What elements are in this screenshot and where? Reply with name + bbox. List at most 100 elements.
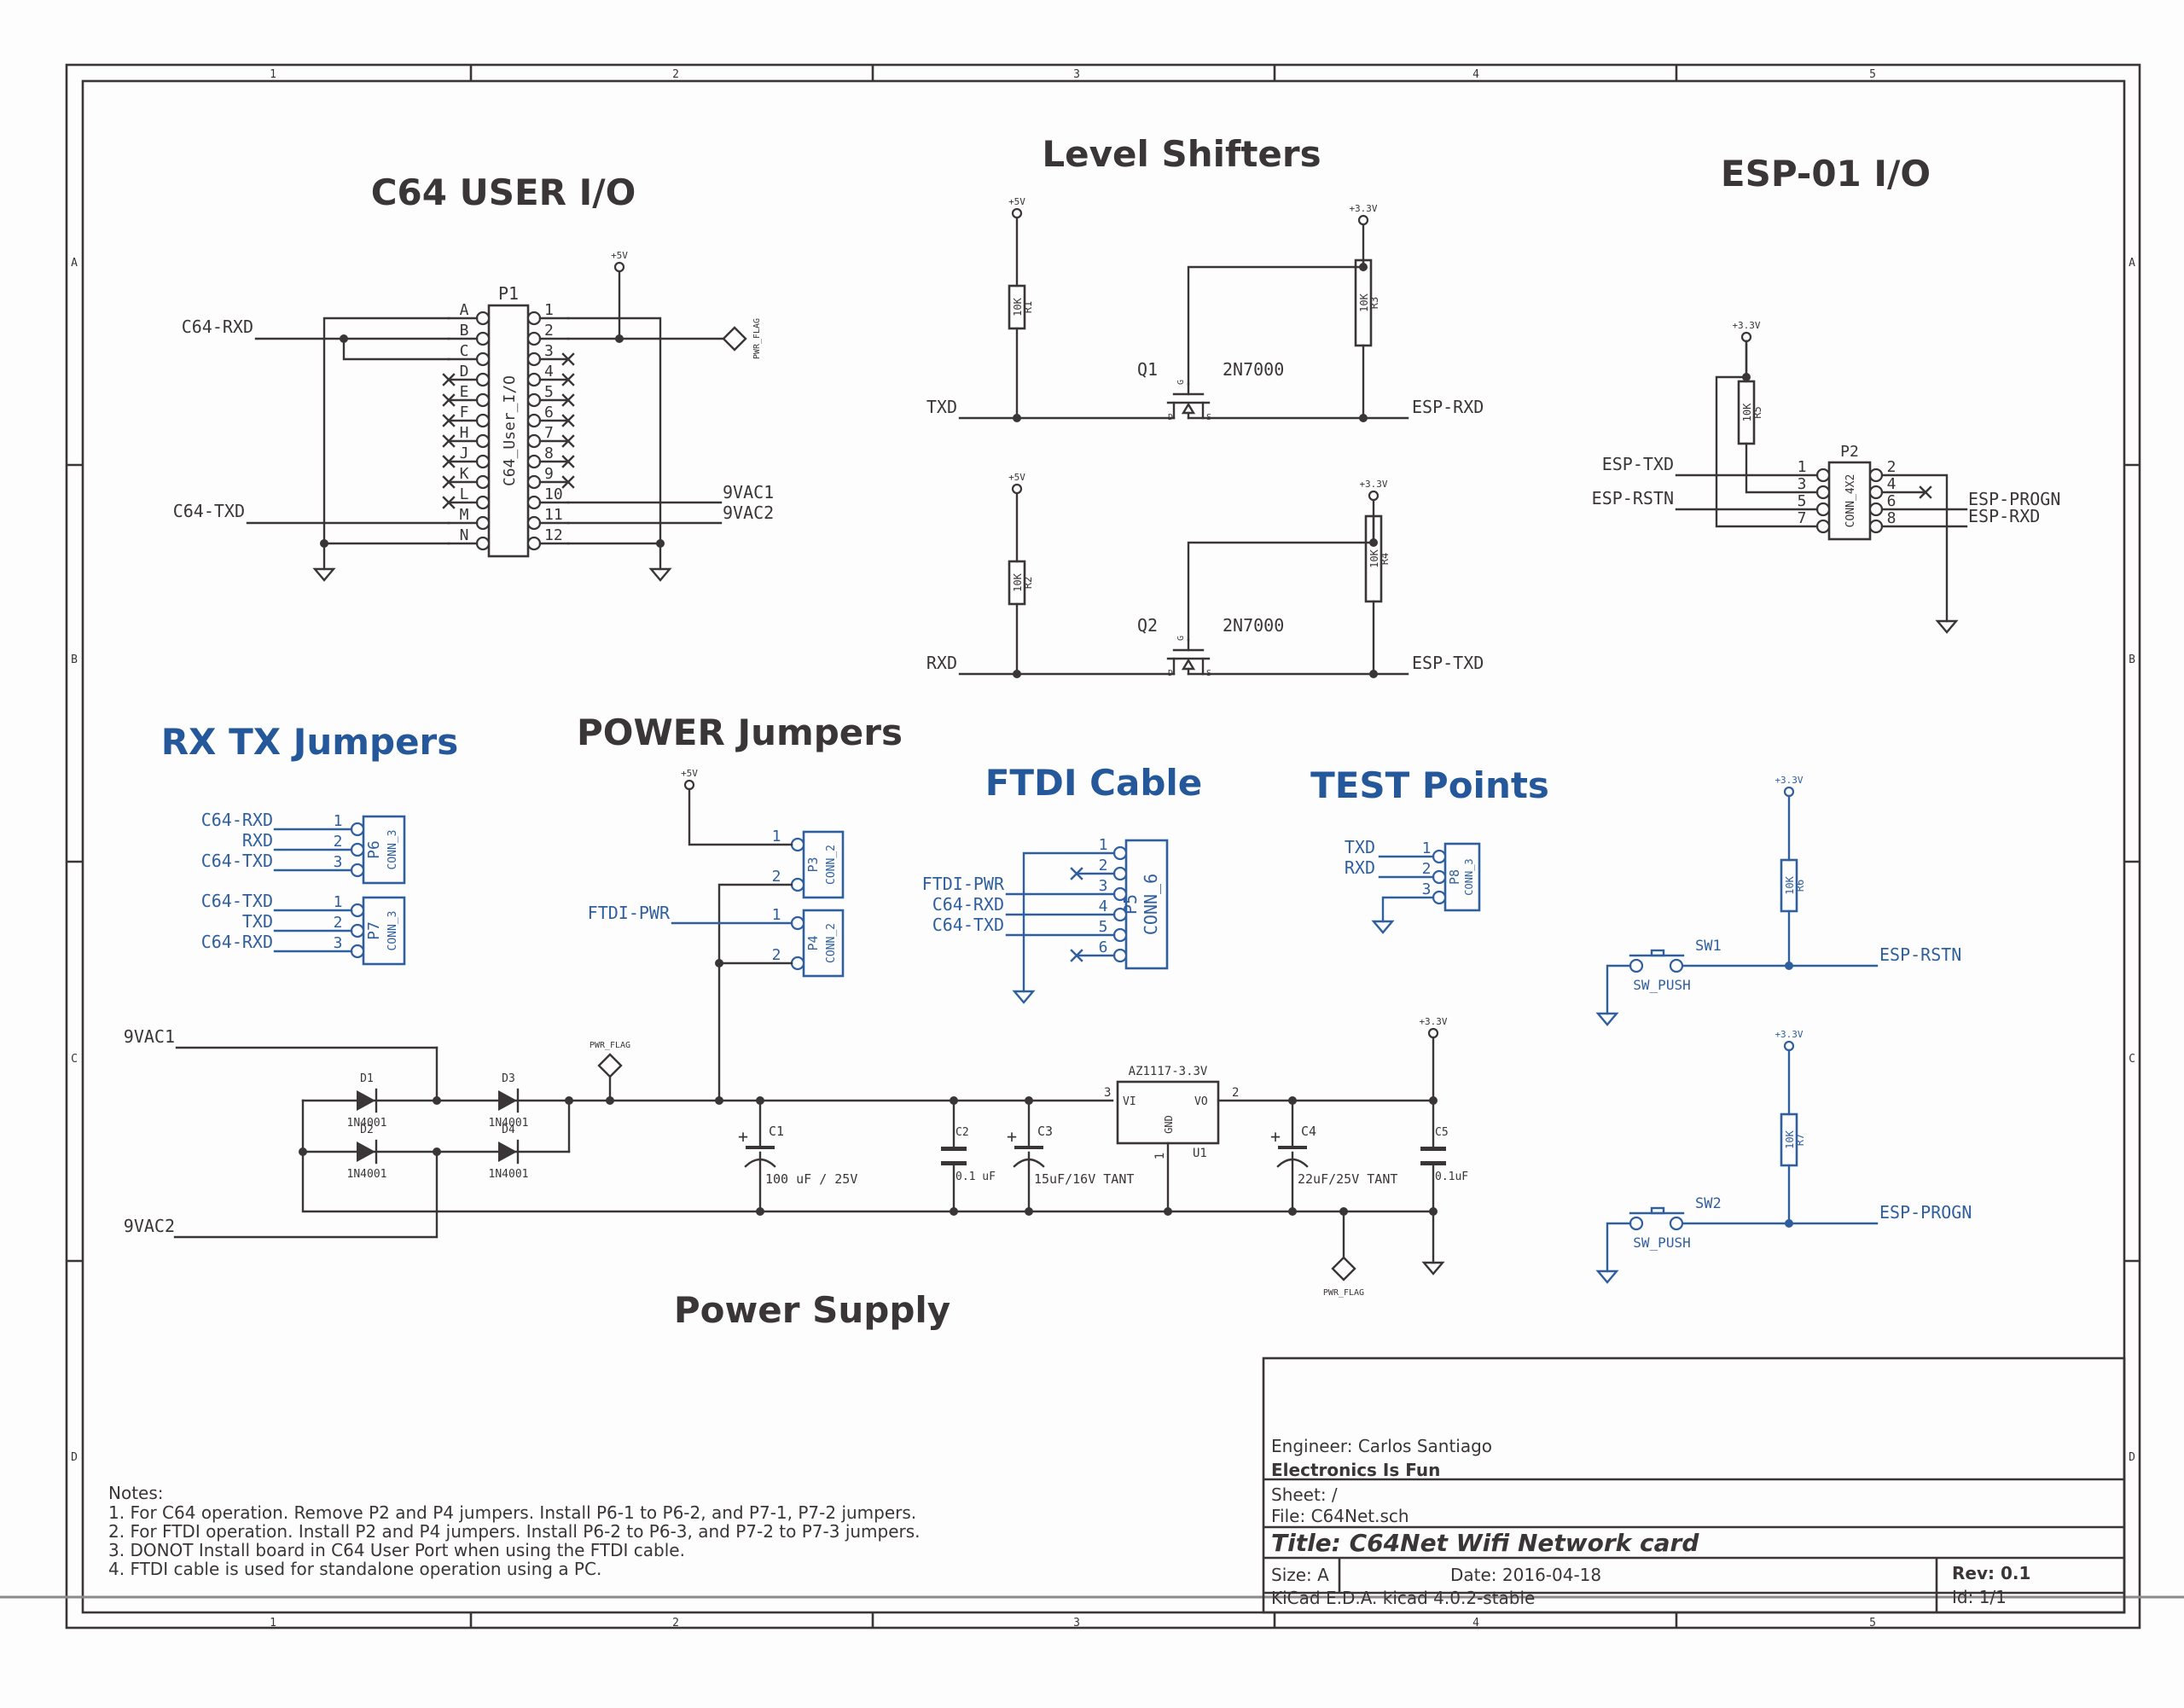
power-port-icon (1427, 1027, 1439, 1039)
net-label: TXD (926, 397, 957, 417)
mosfet-value: 2N7000 (1223, 615, 1284, 636)
junction-dot (299, 1147, 307, 1156)
pin-label: 9 (544, 465, 554, 483)
capacitor-plate (1278, 1146, 1307, 1149)
power-port-icon (1368, 490, 1380, 502)
pin-circle (1868, 502, 1884, 517)
ground-icon (1595, 1012, 1619, 1026)
pin-label: 2 (772, 868, 781, 886)
power-supply-section: Power Supply9VAC19VAC2D11N4001D31N4001D2… (124, 1016, 1469, 1331)
no-connect-icon (442, 496, 456, 509)
pin-label: 2 (334, 914, 343, 932)
wire (301, 1099, 1435, 1213)
pin-circle (1868, 468, 1884, 483)
wire (717, 883, 793, 1102)
no-connect-icon (561, 352, 575, 366)
connector-value: C64_User_I/O (501, 375, 519, 486)
regulator-pin-vo: VO (1194, 1095, 1208, 1108)
capacitor-ref: C4 (1301, 1124, 1316, 1139)
pin-label: 1 (772, 906, 781, 924)
power-port-icon (1740, 331, 1752, 343)
resistor-value: 10K (1784, 875, 1796, 894)
title-block-engineer: Engineer: Carlos Santiago (1271, 1436, 1492, 1456)
pin-label: 3 (1798, 475, 1807, 493)
zone-column-label: 3 (1073, 68, 1080, 81)
no-connect-icon (442, 373, 456, 386)
power-port-icon (1783, 786, 1795, 798)
power-port-icon (1783, 1040, 1795, 1052)
pin-circle (526, 536, 542, 551)
pin-circle (1432, 890, 1447, 905)
pin-label: H (460, 424, 469, 442)
no-connect-icon (561, 373, 575, 386)
section-title-power-jumpers: POWER Jumpers (577, 712, 903, 753)
power-port-label: +3.3V (1774, 775, 1803, 786)
zone-column-label: 5 (1869, 68, 1876, 81)
section-title-test-points: TEST Points (1310, 764, 1549, 806)
notes-line: 1. For C64 operation. Remove P2 and P4 j… (108, 1502, 916, 1523)
section-title-power-supply: Power Supply (674, 1289, 950, 1331)
resistor-ref: R6 (1794, 880, 1806, 892)
pin-circle (526, 331, 542, 346)
connector-value: CONN_4X2 (1844, 474, 1857, 528)
capacitor-plate (1420, 1161, 1446, 1165)
pin-label: 2 (334, 833, 343, 851)
junction-dot (1164, 1207, 1172, 1216)
title-block-file: File: C64Net.sch (1271, 1506, 1409, 1526)
net-label: ESP-RXD (1968, 506, 2040, 526)
pin-label: 3 (1104, 1086, 1111, 1100)
no-connect-icon (442, 455, 456, 468)
resistor-value: 10K (1012, 297, 1024, 316)
zone-column-label: 1 (270, 1617, 276, 1630)
pin-circle (350, 944, 365, 959)
net-label: C64-RXD (201, 932, 273, 952)
mosfet-arrow-icon (1181, 658, 1196, 671)
pin-label: 1 (334, 893, 343, 911)
pin-circle (475, 495, 491, 510)
no-connect-icon (561, 414, 575, 427)
wire (1187, 541, 1375, 642)
no-connect-icon (442, 434, 456, 448)
resistor-ref: R2 (1022, 577, 1034, 589)
power-port-label: +3.3V (1359, 479, 1387, 490)
pin-circle (475, 433, 491, 449)
power-port-label: +3.3V (1419, 1016, 1447, 1027)
pin-circle (475, 474, 491, 490)
resistor-ref: R1 (1022, 301, 1034, 313)
pin-circle (526, 392, 542, 408)
title-block-size: Size: A (1271, 1565, 1329, 1585)
notes-line: 4. FTDI cable is used for standalone ope… (108, 1559, 601, 1579)
pin-circle (475, 311, 491, 326)
net-label: ESP-RXD (1412, 397, 1484, 417)
diode-ref: D1 (360, 1072, 374, 1085)
power-port-label: +5V (1008, 472, 1025, 483)
net-label: C64-RXD (201, 810, 273, 830)
net-label: C64-RXD (182, 317, 253, 337)
pin-label: 2 (1422, 860, 1432, 878)
capacitor-curved-plate (1013, 1158, 1045, 1168)
pin-label: 12 (544, 526, 563, 544)
mosfet-arrow-icon (1181, 402, 1196, 415)
power-port-label: +3.3V (1732, 320, 1760, 331)
title-block-title: Title: C64Net Wifi Network card (1271, 1529, 1699, 1557)
pin-circle (475, 372, 491, 387)
power-port-label: +5V (681, 768, 698, 779)
resistor-ref: R4 (1379, 553, 1391, 565)
diode-icon (357, 1090, 375, 1111)
diode-icon (498, 1142, 517, 1162)
title-block-date: Date: 2016-04-18 (1450, 1565, 1601, 1585)
pin-circle (790, 956, 805, 971)
net-label: FTDI-PWR (588, 903, 671, 923)
pin-label: 5 (1798, 492, 1807, 510)
capacitor-ref: C5 (1435, 1126, 1449, 1139)
pin-label: 1 (1422, 839, 1432, 857)
mosfet-value: 2N7000 (1223, 359, 1284, 380)
pin-label: D (460, 363, 469, 381)
wire (1715, 375, 1819, 528)
resistor-value: 10K (1358, 293, 1370, 311)
pin-label: N (460, 526, 469, 544)
zone-column-label: 2 (672, 1617, 679, 1630)
connector-value: CONN_3 (386, 911, 399, 951)
regulator-pin-gnd: GND (1163, 1115, 1175, 1134)
